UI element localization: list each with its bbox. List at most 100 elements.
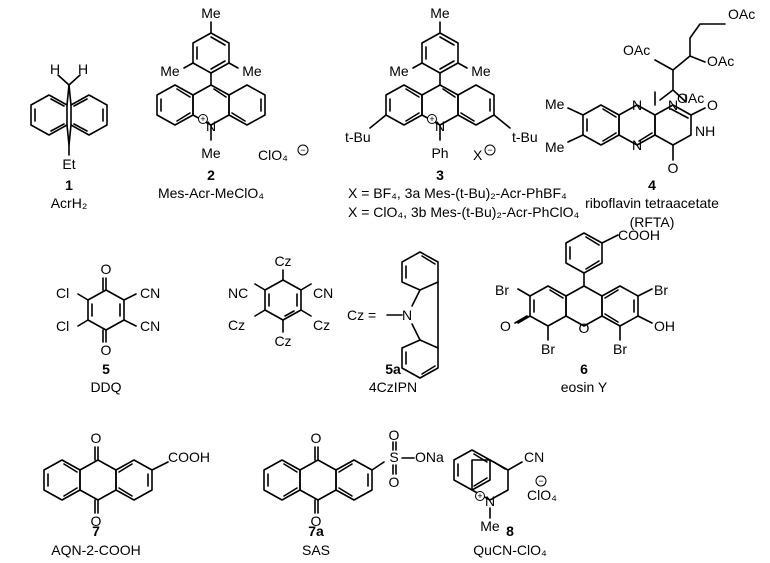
oxo-label: O xyxy=(311,430,322,446)
atom-n: N xyxy=(632,97,642,113)
methyl-label: Me xyxy=(389,63,409,79)
sodium-oxide-label: ONa xyxy=(415,449,444,465)
atom-n: N xyxy=(632,137,642,153)
compound-name: DDQ xyxy=(90,379,121,395)
acetate-label: OAc xyxy=(728,6,755,22)
svg-text:−: − xyxy=(487,145,492,155)
tbu-label: t-Bu xyxy=(512,129,538,145)
bromo-label: Br xyxy=(654,282,668,298)
compound-6: COOH Br Br O O OH Br Br 6 eosin Y xyxy=(495,227,675,395)
compound-name: riboflavin tetraacetate xyxy=(585,195,719,211)
svg-text:+: + xyxy=(477,491,482,501)
acetate-label: OAc xyxy=(677,90,704,106)
oxo-label: O xyxy=(668,160,679,176)
compound-number: 3 xyxy=(436,167,444,183)
carbazolyl-label: Cz xyxy=(313,317,330,333)
counterion-label: ClO₄ xyxy=(527,487,557,503)
atom-h: H xyxy=(78,61,88,77)
compound-number: 7 xyxy=(92,523,100,539)
cyano-label: CN xyxy=(524,449,544,465)
compound-name: 4CzIPN xyxy=(369,379,417,395)
svg-text:−: − xyxy=(300,145,305,155)
cyano-label: CN xyxy=(140,285,160,301)
atom-n: N xyxy=(435,118,445,134)
compound-number: 4 xyxy=(648,177,656,193)
compound-name: QuCN-ClO₄ xyxy=(473,542,547,558)
variant-3a: X = BF₄, 3a Mes-(t-Bu)₂-Acr-PhBF₄ xyxy=(348,185,567,201)
methyl-label: Me xyxy=(160,63,180,79)
compound-1: H H Et 1 AcrH₂ xyxy=(30,61,108,211)
compound-number: 6 xyxy=(580,361,588,377)
oxo-label: O xyxy=(500,318,511,334)
phenyl-label: Ph xyxy=(431,145,448,161)
methyl-label: Me xyxy=(545,96,565,112)
methyl-label: Me xyxy=(242,63,262,79)
bromo-label: Br xyxy=(613,341,627,357)
compound-number: 7a xyxy=(308,523,324,539)
carbazolyl-label: Cz xyxy=(274,253,291,269)
compound-name: eosin Y xyxy=(561,379,608,395)
compound-name: AcrH₂ xyxy=(51,195,88,211)
tbu-label: t-Bu xyxy=(345,129,371,145)
counterion-label: ClO₄ xyxy=(258,147,288,163)
svg-text:−: − xyxy=(538,476,543,486)
acetate-label: OAc xyxy=(707,53,734,69)
compound-number: 5 xyxy=(102,361,110,377)
compound-5a: Cz Cz NC CN Cz Cz Cz = N 5a 4CzIPN xyxy=(228,251,439,395)
oxo-label: O xyxy=(311,513,322,529)
chloro-label: Cl xyxy=(56,285,69,301)
variant-3b: X = ClO₄, 3b Mes-(t-Bu)₂-Acr-PhClO₄ xyxy=(348,204,579,220)
carbazolyl-label: Cz xyxy=(274,333,291,349)
carbazolyl-label: Cz xyxy=(228,317,245,333)
hydroxyl-label: OH xyxy=(654,318,675,334)
compound-4: OAc OAc OAc OAc N N N NH O O Me Me 4 rib… xyxy=(545,6,755,230)
compound-number: 5a xyxy=(385,361,401,377)
sulfur-label: S xyxy=(389,449,398,465)
svg-text:+: + xyxy=(200,114,205,124)
methyl-label: Me xyxy=(201,5,221,21)
cyano-label: NC xyxy=(228,285,248,301)
atom-n: N xyxy=(485,493,495,509)
carboxyl-label: COOH xyxy=(168,449,210,465)
oxo-label: O xyxy=(101,342,112,358)
methyl-label: Me xyxy=(471,63,491,79)
sulfonyl-oxygen-label: O xyxy=(389,474,400,490)
oxo-label: O xyxy=(91,513,102,529)
nh-label: NH xyxy=(695,123,715,139)
sulfonyl-oxygen-label: O xyxy=(389,427,400,443)
compound-8: CN N + Me − ClO₄ 8 QuCN-ClO₄ xyxy=(453,449,557,558)
svg-text:+: + xyxy=(429,114,434,124)
cz-definition: Cz = xyxy=(347,307,376,323)
oxo-label: O xyxy=(91,430,102,446)
atom-h: H xyxy=(50,61,60,77)
bromo-label: Br xyxy=(495,282,509,298)
compound-name: SAS xyxy=(302,542,330,558)
bromo-label: Br xyxy=(541,341,555,357)
compound-number: 8 xyxy=(506,523,514,539)
compound-2: Me Me Me N + Me ClO₄ − 2 Mes-Acr-MeClO₄ xyxy=(156,5,309,201)
oxo-label: O xyxy=(707,97,718,113)
methyl-label: Me xyxy=(545,139,565,155)
atom-n: N xyxy=(206,118,216,134)
compound-name: AQN-2-COOH xyxy=(51,542,140,558)
ring-oxygen-label: O xyxy=(579,320,590,336)
atom-n: N xyxy=(402,307,412,323)
chloro-label: Cl xyxy=(56,318,69,334)
cyano-label: CN xyxy=(313,285,333,301)
compound-number: 1 xyxy=(65,177,73,193)
compound-name: Mes-Acr-MeClO₄ xyxy=(158,185,264,201)
methyl-label: Me xyxy=(430,5,450,21)
acetate-label: OAc xyxy=(623,42,650,58)
compound-number: 2 xyxy=(207,167,215,183)
compound-7a: O O S O O ONa 7a SAS xyxy=(263,427,444,558)
compound-3: Me Me Me t-Bu t-Bu N + Ph X − 3 X = BF₄,… xyxy=(345,5,579,220)
methyl-label: Me xyxy=(201,145,221,161)
carboxyl-label: COOH xyxy=(618,227,660,243)
cyano-label: CN xyxy=(140,318,160,334)
atom-et: Et xyxy=(62,156,75,172)
compound-7: O O COOH 7 AQN-2-COOH xyxy=(43,430,210,558)
methyl-label: Me xyxy=(480,518,500,534)
atom-n: N xyxy=(668,97,678,113)
compound-abbr: (RFTA) xyxy=(630,214,675,230)
